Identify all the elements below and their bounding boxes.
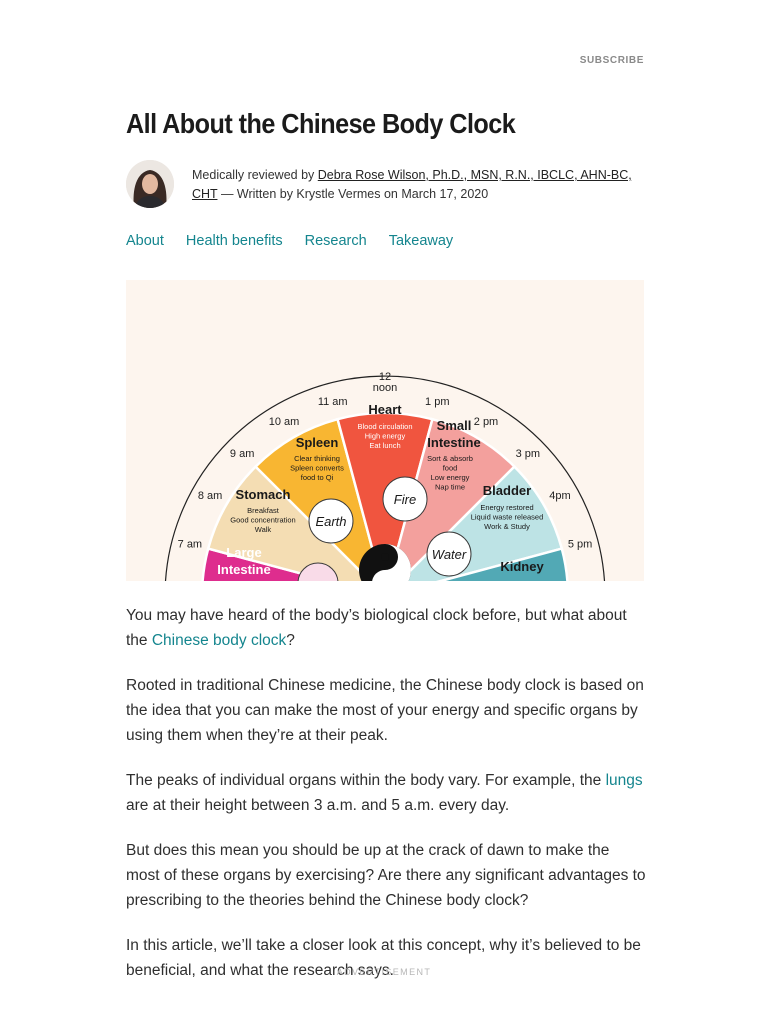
hour-label: 4pm [549, 490, 570, 502]
reviewer-avatar [126, 160, 174, 208]
kidney-label: Kidney [500, 559, 544, 574]
paragraph-5: In this article, we’ll take a closer loo… [126, 937, 641, 979]
yin-yang-icon [359, 544, 411, 581]
stomach-label: Stomach [236, 487, 291, 502]
earth-element-label: Earth [315, 514, 346, 529]
p1-text-b: ? [286, 632, 295, 649]
hour-label: 9 am [230, 448, 254, 460]
hour-label: 11 am [318, 396, 348, 408]
hour-label: 7 am [178, 539, 202, 551]
large-intestine-label: Intestine [217, 562, 270, 577]
hour-label: 1 pm [425, 396, 449, 408]
metal-element-circle [297, 562, 339, 581]
earth-element-circle [308, 498, 354, 544]
clock-rim [164, 375, 606, 581]
segment-spleen [253, 417, 383, 581]
toc-link-research[interactable]: Research [304, 233, 367, 249]
p3-text-b: are at their height between 3 a.m. and 5… [126, 797, 510, 814]
hour-label: 5 pm [568, 539, 592, 551]
small-intestine-desc: Nap time [435, 483, 465, 492]
heart-label: Heart [368, 402, 402, 417]
bladder-desc: Work & Study [484, 522, 530, 531]
lungs-link[interactable]: lungs [605, 772, 643, 789]
hour-label: 10 am [269, 416, 300, 428]
water-element-circle [426, 531, 472, 577]
reviewed-prefix: Medically reviewed by [192, 168, 318, 182]
stomach-desc: Good concentration [230, 516, 295, 525]
written-by: — Written by Krystle Vermes on March 17,… [217, 187, 489, 201]
segment-small-intestine [387, 417, 517, 581]
toc-link-health-benefits[interactable]: Health benefits [185, 233, 283, 249]
water-element-label: Water [432, 547, 467, 562]
spleen-label: Spleen [296, 435, 339, 450]
small-intestine-label: Intestine [427, 435, 480, 450]
hour-label: 3 pm [516, 448, 540, 460]
fire-element-label: Fire [394, 492, 416, 507]
small-intestine-desc: Low energy [431, 473, 470, 482]
bladder-desc: Energy restored [480, 503, 533, 512]
toc-link-about[interactable]: About [126, 233, 164, 249]
stomach-desc: Walk [255, 525, 272, 534]
paragraph-1: You may have heard of the body’s biologi… [126, 603, 646, 653]
page-title: All About the Chinese Body Clock [126, 108, 516, 139]
chinese-body-clock-link[interactable]: Chinese body clock [151, 632, 287, 649]
fire-element-circle [382, 476, 428, 522]
article-body: You may have heard of the body’s biologi… [126, 603, 646, 1003]
table-of-contents: About Health benefits Research Takeaway [126, 233, 453, 249]
hour-label: 8 am [198, 490, 222, 502]
small-intestine-desc: food [443, 464, 458, 473]
bladder-label: Bladder [483, 483, 531, 498]
small-intestine-desc: Sort & absorb [427, 454, 473, 463]
p3-text-a: The peaks of individual organs within th… [126, 772, 606, 789]
segment-kidney [436, 547, 569, 581]
large-intestine-label: Large [226, 545, 261, 560]
toc-link-takeaway[interactable]: Takeaway [388, 233, 454, 249]
spleen-desc: food to Qi [301, 473, 334, 482]
stomach-desc: Breakfast [247, 506, 280, 515]
hour-label: 2 pm [474, 416, 498, 428]
segment-stomach [206, 464, 372, 581]
byline-text: Medically reviewed by Debra Rose Wilson,… [192, 166, 644, 204]
paragraph-3: The peaks of individual organs within th… [126, 768, 646, 818]
byline: Medically reviewed by Debra Rose Wilson,… [126, 160, 646, 212]
small-intestine-label: Small [437, 418, 472, 433]
heart-desc: Blood circulation [357, 422, 412, 431]
p1-text-a: You may have heard of the body’s biologi… [126, 607, 627, 649]
advertisement-label: ADVERTISEMENT [336, 967, 432, 977]
spleen-desc: Spleen converts [290, 464, 344, 473]
spleen-desc: Clear thinking [294, 454, 340, 463]
paragraph-4: But does this mean you should be up at t… [126, 842, 646, 909]
heart-desc: Eat lunch [369, 441, 400, 450]
subscribe-link[interactable]: SUBSCRIBE [579, 55, 644, 66]
reviewer-link[interactable]: Debra Rose Wilson, Ph.D., MSN, R.N., IBC… [192, 168, 632, 201]
heart-desc: High energy [365, 432, 406, 441]
bladder-desc: Liquid waste released [471, 513, 544, 522]
paragraph-2: Rooted in traditional Chinese medicine, … [126, 677, 644, 744]
